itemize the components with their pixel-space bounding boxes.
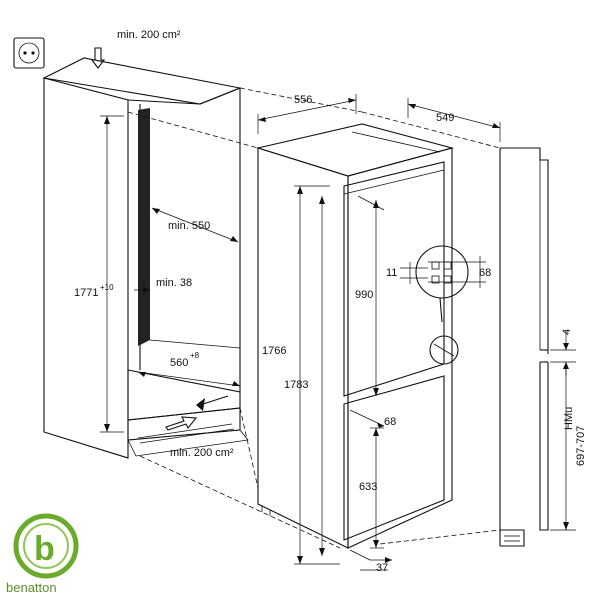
upper-door-dimension [373,200,379,396]
hinge-b-dimension [458,256,486,288]
projection-lines [127,87,501,549]
rear-gap-dimension [134,287,150,293]
furniture-door-label: HMu [563,407,575,430]
furniture-door-range: 697-707 [575,426,587,466]
rear-gap-label: min. 38 [156,277,192,289]
hinge-b-label: 68 [479,267,491,279]
appliance-height-dimension [294,185,340,565]
appliance-height-label: 1766 [262,345,286,357]
brand-name: benatton [6,580,57,595]
bottom-vent-label: min. 200 cm² [170,447,234,459]
bottom-offset-dimension [349,549,392,571]
top-vent-arrow-icon [90,47,106,69]
niche-depth-label: min. 550 [168,220,210,232]
appliance-depth-label: 549 [436,112,454,124]
niche-width-tolerance: +8 [190,351,200,360]
furniture-door-height-dimension [550,362,576,531]
niche-height-label: 1771 [74,287,98,299]
top-vent-label: min. 200 cm² [117,29,181,41]
niche-depth-dimension [151,207,239,243]
hinge-detail [415,245,469,323]
hinge-a-dimension [400,262,428,284]
appliance-body [255,123,455,549]
niche-height-dimension [100,115,124,433]
logo-mark-icon: b [34,530,55,568]
lower-offset-label: 68 [384,416,396,428]
door-gap-label: 4 [561,329,573,335]
appliance-width-dimension [257,94,357,134]
upper-door-label: 990 [355,289,373,301]
lower-door-dimension [370,427,384,549]
niche-height-tolerance: +10 [100,283,114,292]
appliance-depth-dimension [407,98,501,142]
furniture-door-side-view [499,147,549,547]
door-gap-dimension [550,330,576,376]
niche-width-label: 560 [170,357,188,369]
bottom-vent-arrow-icon [165,395,229,431]
power-socket-icon [13,37,45,69]
brand-logo: b benatton [6,513,79,595]
cabinet-niche [42,57,249,459]
lower-offset-dimension [349,409,385,428]
hinge-a-label: 11 [386,267,397,279]
appliance-total-height-dimension [319,196,325,556]
niche-width-dimension [137,371,241,387]
appliance-width-label: 556 [294,94,312,106]
door-coupling-detail [429,335,459,365]
lower-door-label: 633 [359,481,377,493]
appliance-total-height-label: 1783 [284,379,308,391]
bottom-offset-label: 37 [376,562,388,574]
